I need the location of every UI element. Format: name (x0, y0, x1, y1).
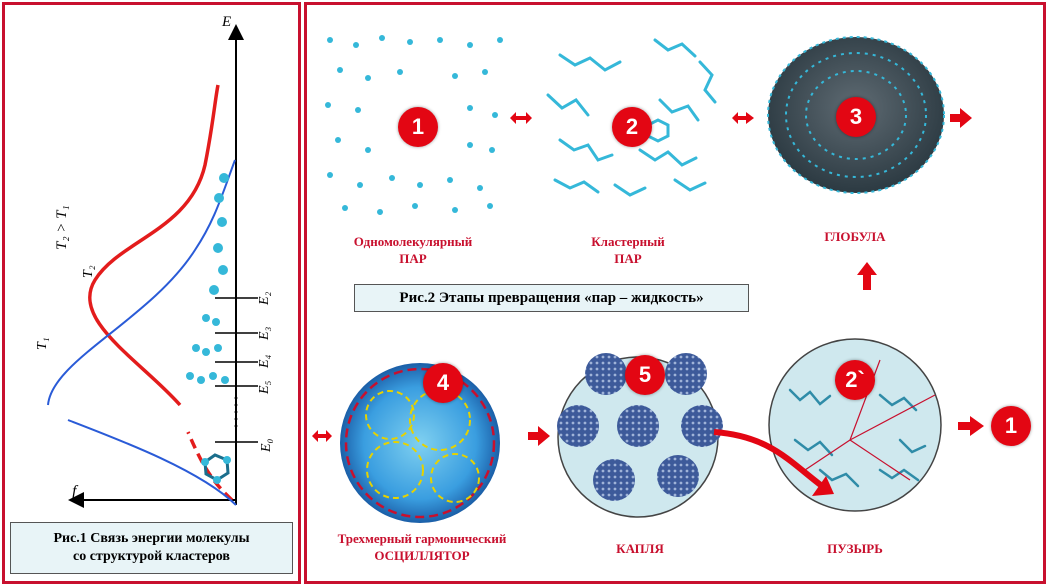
temperature-condition: T₂ > T₁ (54, 205, 70, 250)
figure-2-frame (304, 2, 1046, 584)
stage-4-label: Трехмерный гармонический ОСЦИЛЛЯТОР (337, 531, 507, 563)
stage-2-clusters (546, 38, 717, 197)
level-e0-label: E₀ (259, 438, 274, 453)
stage-2-badge: 2 (612, 107, 652, 147)
axis-f-label: f (72, 483, 79, 500)
top-row-arrows (510, 108, 972, 290)
stage-3-badge: 3 (836, 97, 876, 137)
figure-1-caption: Рис.1 Связь энергии молекулы со структур… (10, 522, 293, 574)
stage-2b-badge: 2` (835, 360, 875, 400)
t2-curve (88, 84, 220, 407)
t1-label: T₁ (35, 337, 50, 350)
bottom-row-arrows (312, 416, 984, 446)
drop-to-bubble-arrow (713, 429, 824, 489)
stage-2b-bubble (768, 338, 942, 512)
stage-4-badge: 4 (423, 363, 463, 403)
level-e3-label: E₃ (257, 326, 272, 341)
level-gap-dots (234, 396, 238, 428)
t1-curve-tail (67, 419, 237, 506)
drop-to-bubble-arrowhead (812, 476, 834, 496)
stage-2b-label: ПУЗЫРЬ (827, 541, 883, 556)
fig1-graph: E f T₂ > T₁ T₂ T₁ E₂ E₃ E₄ E₅ E₀ (35, 14, 274, 508)
level-e4-label: E₄ (257, 354, 272, 369)
fig1-molecules (186, 173, 231, 484)
stage-5-badge: 5 (625, 355, 665, 395)
return-stage-1-badge: 1 (991, 406, 1031, 446)
level-e2-label: E₂ (257, 291, 272, 306)
figure-1-frame (2, 2, 301, 584)
stage-1-molecules (325, 35, 503, 215)
stage-1-label: Одномолекулярный ПАР (353, 234, 473, 266)
level-e5-label: E₅ (257, 380, 272, 395)
stage-5-label: КАПЛЯ (616, 541, 664, 556)
figure-2-caption: Рис.2 Этапы превращения «пар – жидкость» (354, 284, 749, 312)
t2-label: T₂ (81, 265, 96, 278)
stage-5-drop (557, 353, 723, 518)
stage-1-badge: 1 (398, 107, 438, 147)
stage-2-label: Кластерный ПАР (591, 234, 665, 266)
stage-3-label: ГЛОБУЛА (824, 229, 886, 244)
axis-e-label: E (221, 14, 231, 30)
stage-4-oscillator (340, 363, 500, 523)
